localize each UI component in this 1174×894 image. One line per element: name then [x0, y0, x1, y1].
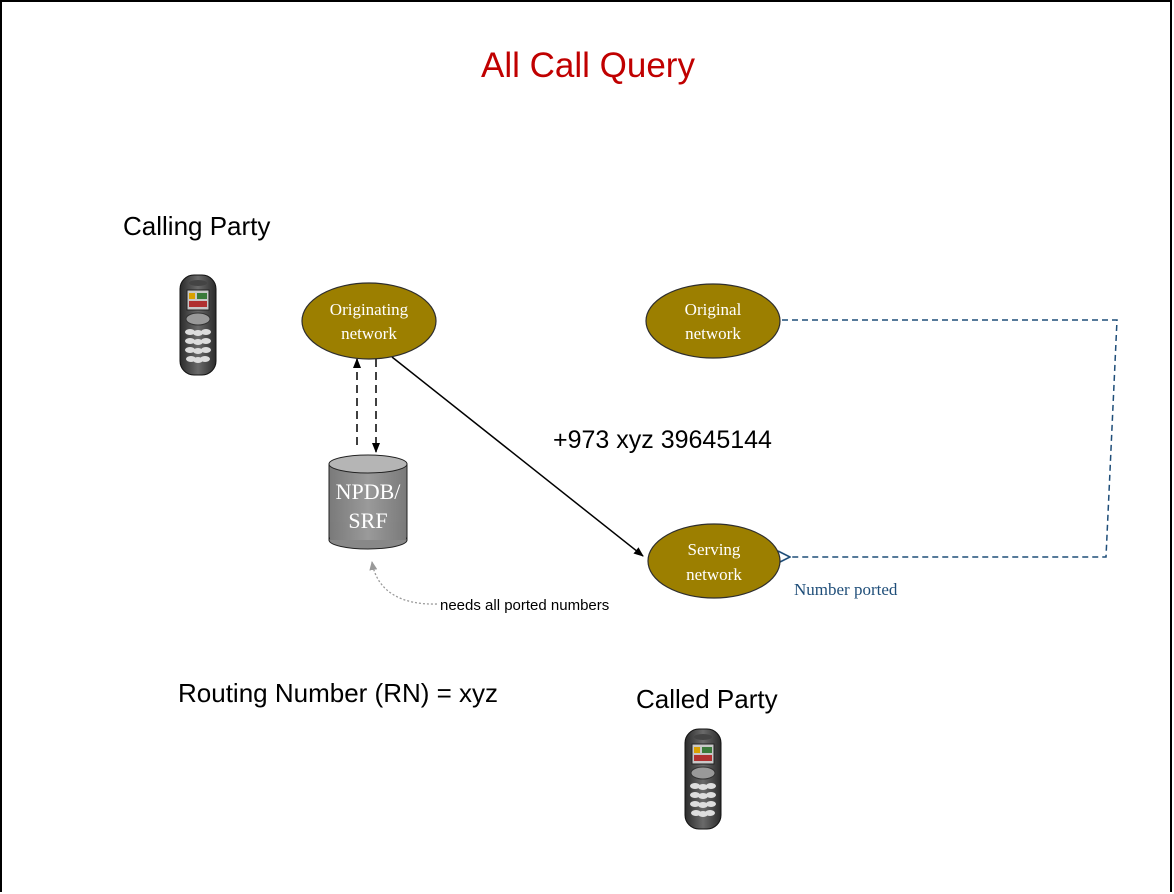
slide-title: All Call Query [481, 46, 695, 85]
call-routing-arrow [391, 356, 644, 557]
originating-network-label-line1: Originating [330, 300, 409, 319]
npdb-srf-database: NPDB/ SRF [328, 454, 408, 550]
calling-phone-icon [179, 274, 217, 376]
serving-network-label-line2: network [686, 565, 742, 584]
database-label-line2: SRF [348, 508, 387, 533]
needs-note-arrow [369, 561, 438, 605]
called-party-label: Called Party [636, 684, 778, 714]
calling-party-label: Calling Party [123, 211, 271, 241]
serving-network-node: Serving network [647, 523, 781, 599]
originating-network-node: Originating network [301, 282, 437, 360]
number-ported-label: Number ported [794, 580, 898, 599]
serving-network-label-line1: Serving [688, 540, 741, 559]
original-network-label-line2: network [685, 324, 741, 343]
original-network-label-line1: Original [685, 300, 742, 319]
dialed-number-label: +973 xyz 39645144 [553, 426, 772, 454]
originating-network-label-line2: network [341, 324, 397, 343]
original-network-node: Original network [645, 283, 781, 359]
called-phone-icon [684, 728, 722, 830]
routing-number-label: Routing Number (RN) = xyz [178, 678, 499, 708]
number-ported-arrow [782, 319, 1118, 557]
needs-ported-numbers-note: needs all ported numbers [440, 597, 610, 614]
database-label-line1: NPDB/ [336, 479, 402, 504]
